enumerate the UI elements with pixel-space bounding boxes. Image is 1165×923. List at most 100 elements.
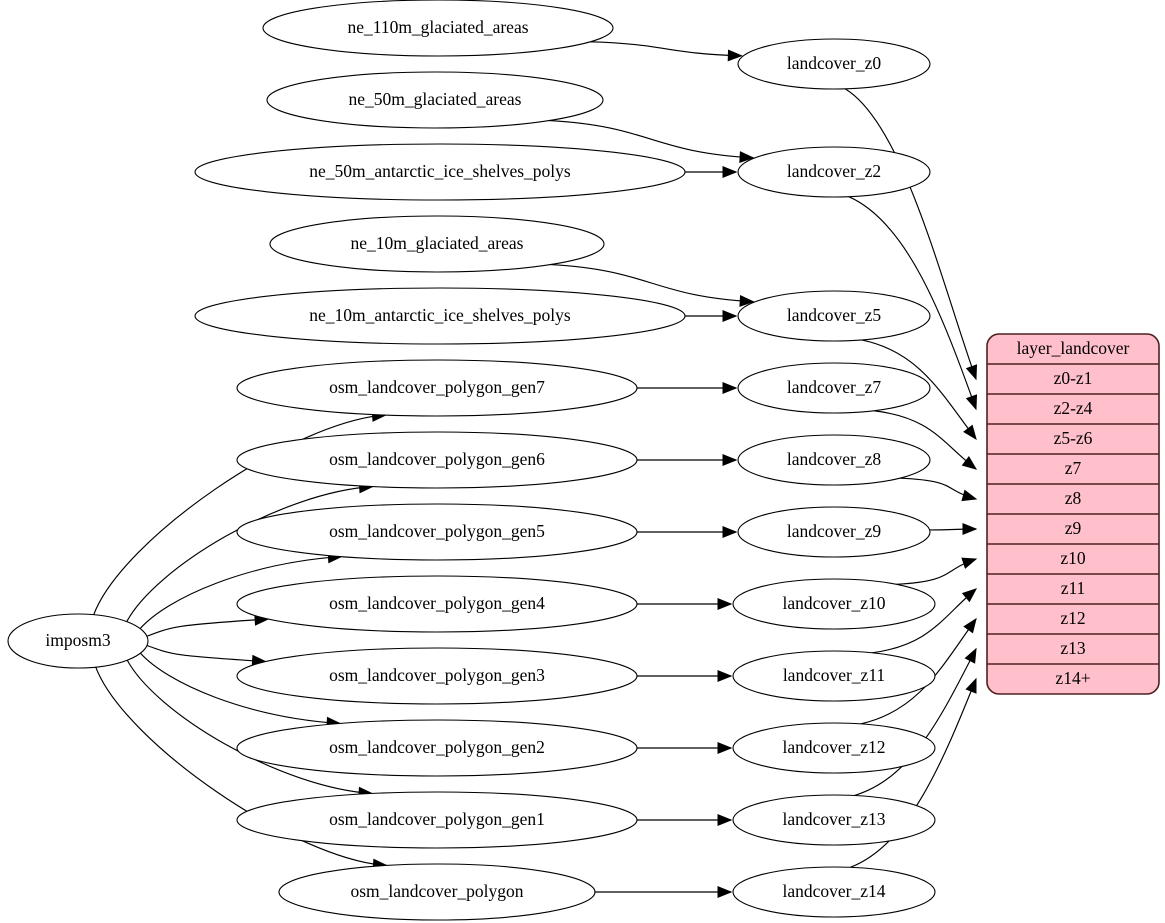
node-osm_landcover_polygon_gen5[interactable]: osm_landcover_polygon_gen5 bbox=[236, 503, 638, 561]
node-label-osm_landcover_polygon: osm_landcover_polygon bbox=[350, 881, 523, 901]
edges-layer bbox=[92, 41, 978, 898]
edge-arrowhead bbox=[739, 151, 755, 163]
node-label-osm_landcover_polygon_gen2: osm_landcover_polygon_gen2 bbox=[329, 737, 545, 757]
edge-imposm3-to-osm_landcover_polygon_gen5 bbox=[138, 556, 342, 631]
edge-arrowhead bbox=[963, 424, 977, 441]
node-label-landcover_z7: landcover_z7 bbox=[787, 377, 882, 397]
node-landcover_z12[interactable]: landcover_z12 bbox=[732, 722, 936, 774]
node-label-ne_10m_antarctic_ice_shelves_polys: ne_10m_antarctic_ice_shelves_polys bbox=[309, 305, 571, 325]
node-landcover_z8[interactable]: landcover_z8 bbox=[737, 434, 931, 486]
layer-table-row-z13: z13 bbox=[1060, 638, 1086, 658]
edge-arrowhead bbox=[961, 588, 978, 603]
edge-arrowhead bbox=[722, 454, 738, 466]
edge-arrowhead bbox=[722, 310, 738, 322]
edge-ne_110m_glaciated_areas-to-landcover_z0 bbox=[590, 41, 742, 57]
node-landcover_z2[interactable]: landcover_z2 bbox=[737, 146, 931, 198]
node-landcover_z11[interactable]: landcover_z11 bbox=[732, 650, 936, 702]
node-shape-ne_10m_antarctic_ice_shelves_polys bbox=[194, 287, 686, 345]
node-osm_landcover_polygon_gen2[interactable]: osm_landcover_polygon_gen2 bbox=[236, 719, 638, 777]
node-label-landcover_z13: landcover_z13 bbox=[782, 809, 885, 829]
node-landcover_z7[interactable]: landcover_z7 bbox=[737, 362, 931, 414]
edge-imposm3-to-osm_landcover_polygon bbox=[94, 666, 387, 867]
layer-landcover-table: layer_landcoverz0-z1z2-z4z5-z6z7z8z9z10z… bbox=[986, 333, 1160, 695]
node-shape-osm_landcover_polygon_gen5 bbox=[236, 503, 638, 561]
node-osm_landcover_polygon[interactable]: osm_landcover_polygon bbox=[278, 863, 596, 921]
node-osm_landcover_polygon_gen1[interactable]: osm_landcover_polygon_gen1 bbox=[236, 791, 638, 849]
node-label-landcover_z11: landcover_z11 bbox=[783, 665, 885, 685]
node-shape-osm_landcover_polygon_gen7 bbox=[236, 359, 638, 417]
layer-table-row-z9: z9 bbox=[1065, 518, 1082, 538]
node-label-osm_landcover_polygon_gen6: osm_landcover_polygon_gen6 bbox=[329, 449, 545, 469]
node-shape-osm_landcover_polygon bbox=[278, 863, 596, 921]
node-imposm3[interactable]: imposm3 bbox=[7, 613, 149, 669]
node-shape-ne_10m_glaciated_areas bbox=[269, 215, 605, 273]
node-shape-landcover_z8 bbox=[737, 434, 931, 486]
node-landcover_z0[interactable]: landcover_z0 bbox=[737, 38, 931, 90]
node-label-landcover_z10: landcover_z10 bbox=[782, 593, 885, 613]
edge-landcover_z7-to-row_z7 bbox=[873, 410, 977, 470]
node-osm_landcover_polygon_gen7[interactable]: osm_landcover_polygon_gen7 bbox=[236, 359, 638, 417]
node-ne_10m_antarctic_ice_shelves_polys[interactable]: ne_10m_antarctic_ice_shelves_polys bbox=[194, 287, 686, 345]
edge-arrowhead bbox=[961, 456, 978, 470]
edge-arrowhead bbox=[739, 295, 755, 307]
node-shape-landcover_z10 bbox=[732, 578, 936, 630]
node-shape-osm_landcover_polygon_gen2 bbox=[236, 719, 638, 777]
edge-arrowhead bbox=[722, 382, 738, 394]
node-shape-ne_50m_antarctic_ice_shelves_polys bbox=[194, 143, 686, 201]
node-shape-landcover_z5 bbox=[737, 290, 931, 342]
node-landcover_z10[interactable]: landcover_z10 bbox=[732, 578, 936, 630]
node-label-landcover_z12: landcover_z12 bbox=[782, 737, 885, 757]
node-osm_landcover_polygon_gen3[interactable]: osm_landcover_polygon_gen3 bbox=[236, 647, 638, 705]
node-label-osm_landcover_polygon_gen3: osm_landcover_polygon_gen3 bbox=[329, 665, 545, 685]
node-landcover_z5[interactable]: landcover_z5 bbox=[737, 290, 931, 342]
node-shape-osm_landcover_polygon_gen4 bbox=[236, 575, 638, 633]
node-shape-osm_landcover_polygon_gen1 bbox=[236, 791, 638, 849]
node-ne_50m_antarctic_ice_shelves_polys[interactable]: ne_50m_antarctic_ice_shelves_polys bbox=[194, 143, 686, 201]
node-ne_10m_glaciated_areas[interactable]: ne_10m_glaciated_areas bbox=[269, 215, 605, 273]
node-shape-ne_50m_glaciated_areas bbox=[266, 71, 604, 129]
edge-arrowhead bbox=[722, 526, 738, 538]
node-label-landcover_z5: landcover_z5 bbox=[787, 305, 882, 325]
edge-arrowhead bbox=[717, 742, 733, 754]
edge-arrowhead bbox=[962, 523, 978, 535]
node-ne_110m_glaciated_areas[interactable]: ne_110m_glaciated_areas bbox=[262, 0, 614, 57]
edge-landcover_z0-to-row_z0-z1 bbox=[844, 88, 977, 380]
edge-ne_10m_glaciated_areas-to-landcover_z5 bbox=[550, 263, 754, 303]
node-shape-landcover_z11 bbox=[732, 650, 936, 702]
layer-table-header: layer_landcover bbox=[1017, 338, 1130, 358]
edge-arrowhead bbox=[961, 489, 978, 502]
node-shape-landcover_z9 bbox=[737, 506, 931, 558]
node-shape-osm_landcover_polygon_gen3 bbox=[236, 647, 638, 705]
layer-table-row-z12: z12 bbox=[1060, 608, 1085, 628]
node-ne_50m_glaciated_areas[interactable]: ne_50m_glaciated_areas bbox=[266, 71, 604, 129]
edge-arrowhead bbox=[965, 677, 977, 694]
edge-imposm3-to-osm_landcover_polygon_gen3 bbox=[144, 644, 266, 663]
edge-landcover_z2-to-row_z2-z4 bbox=[848, 196, 977, 410]
layer-table-row-z2-z4: z2-z4 bbox=[1054, 398, 1093, 418]
node-osm_landcover_polygon_gen6[interactable]: osm_landcover_polygon_gen6 bbox=[236, 431, 638, 489]
node-shape-landcover_z14 bbox=[732, 866, 936, 918]
node-shape-ne_110m_glaciated_areas bbox=[262, 0, 614, 57]
edge-arrowhead bbox=[717, 670, 733, 682]
node-landcover_z9[interactable]: landcover_z9 bbox=[737, 506, 931, 558]
layer-table-row-z7: z7 bbox=[1065, 458, 1082, 478]
node-osm_landcover_polygon_gen4[interactable]: osm_landcover_polygon_gen4 bbox=[236, 575, 638, 633]
node-shape-landcover_z7 bbox=[737, 362, 931, 414]
layer-table-row-z10: z10 bbox=[1060, 548, 1086, 568]
node-shape-landcover_z2 bbox=[737, 146, 931, 198]
node-landcover_z13[interactable]: landcover_z13 bbox=[732, 794, 936, 846]
layer-table-row-z5-z6: z5-z6 bbox=[1054, 428, 1093, 448]
edge-arrowhead bbox=[961, 557, 978, 569]
node-label-osm_landcover_polygon_gen7: osm_landcover_polygon_gen7 bbox=[329, 377, 545, 397]
edge-landcover_z11-to-row_z11 bbox=[871, 588, 977, 654]
edge-arrowhead bbox=[717, 598, 733, 610]
edge-landcover_z5-to-row_z5-z6 bbox=[861, 339, 977, 440]
node-landcover_z14[interactable]: landcover_z14 bbox=[732, 866, 936, 918]
node-label-ne_10m_glaciated_areas: ne_10m_glaciated_areas bbox=[351, 233, 524, 253]
node-label-landcover_z0: landcover_z0 bbox=[787, 53, 882, 73]
node-label-ne_110m_glaciated_areas: ne_110m_glaciated_areas bbox=[347, 17, 528, 37]
edge-arrowhead bbox=[964, 647, 977, 664]
node-shape-imposm3 bbox=[7, 613, 149, 669]
layer-table-row-z14+: z14+ bbox=[1055, 668, 1090, 688]
edge-landcover_z14-to-row_z14+ bbox=[850, 678, 977, 868]
